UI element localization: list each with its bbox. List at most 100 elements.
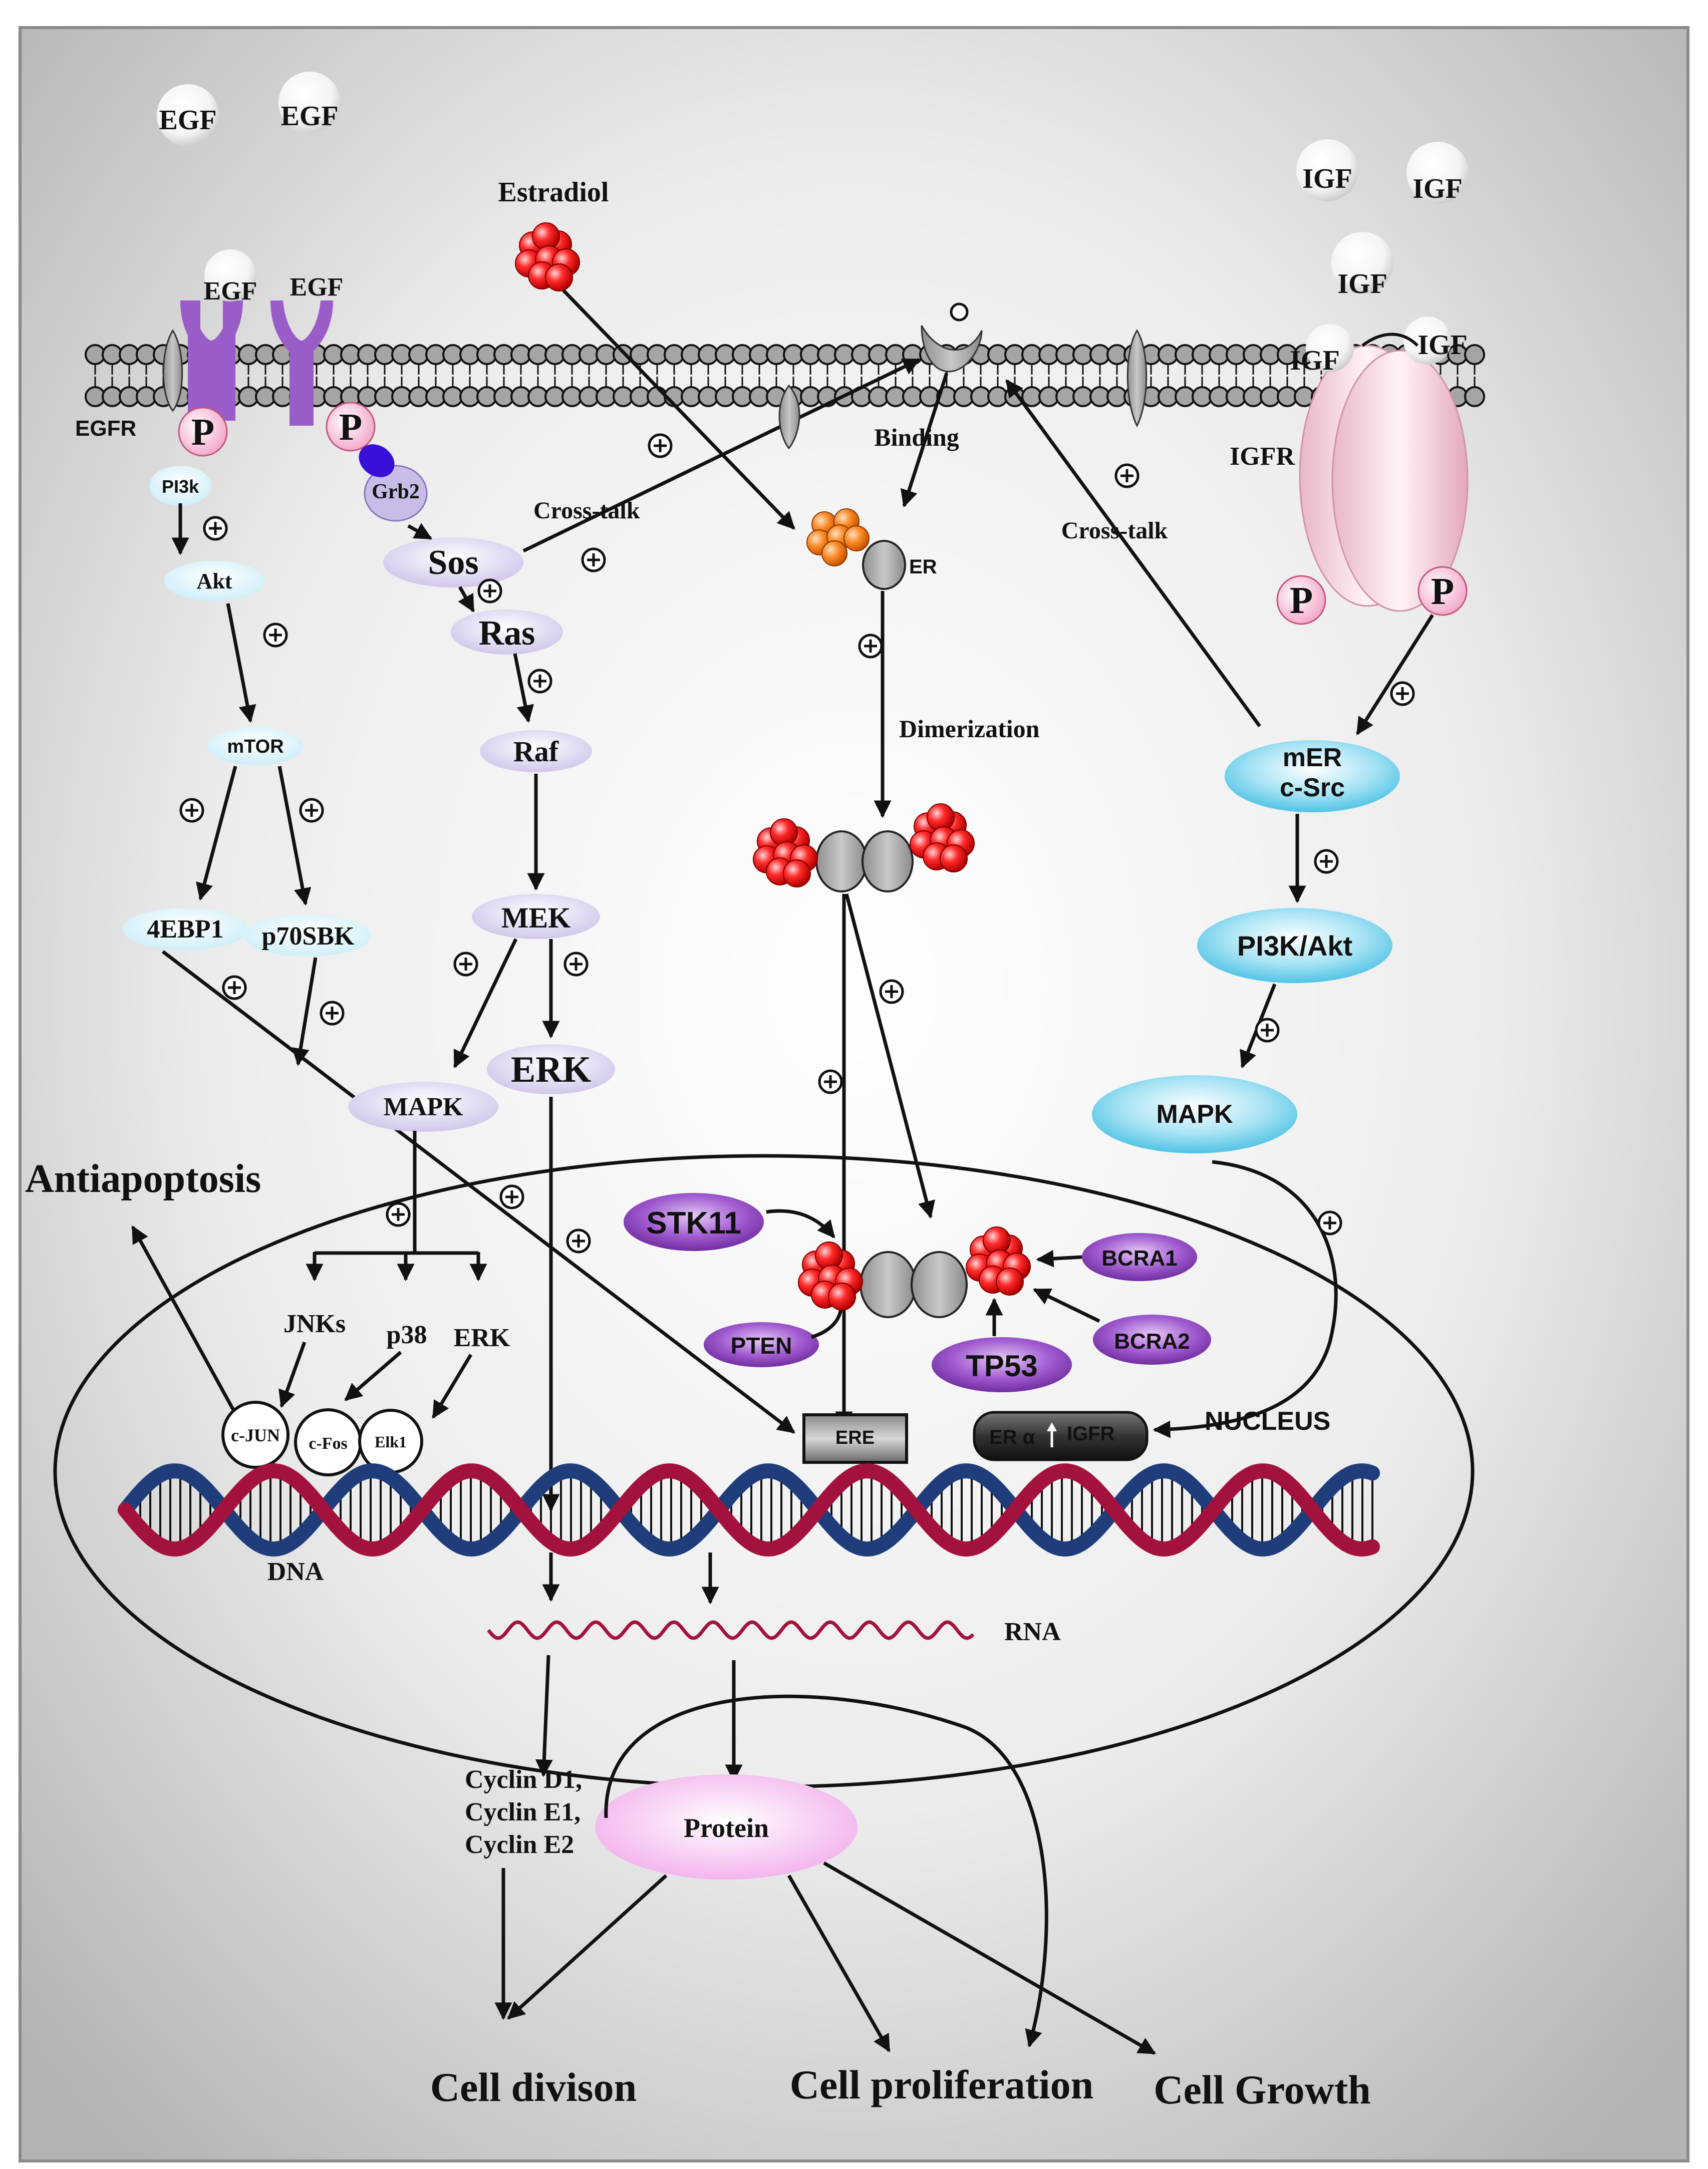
bcra2-label: BCRA2 (1114, 1329, 1190, 1354)
egfr-label: EGFR (75, 416, 136, 441)
egfr-receptor-2 (270, 300, 333, 426)
mek-label: MEK (501, 901, 571, 934)
cfos-label: c-Fos (309, 1434, 347, 1453)
sos-label: Sos (428, 543, 478, 582)
tp53-node: TP53 (932, 1337, 1072, 1392)
sos-node: Sos (383, 537, 523, 587)
dimerization-label: Dimerization (899, 715, 1040, 743)
er-dimer-nucleus (798, 1226, 1031, 1318)
pten-node: PTEN (704, 1322, 819, 1367)
mapk-label: MAPK (1156, 1100, 1233, 1129)
cyclin-e1-label: Cyclin E1, (465, 1798, 581, 1826)
phospho-igfr-2: P (1417, 566, 1468, 616)
activation-plus (1315, 850, 1337, 872)
lipid-head (1464, 344, 1485, 365)
egf-ligand-free-1: EGF (157, 84, 219, 146)
egf-label: EGF (290, 273, 344, 301)
phospho-label: P (191, 411, 214, 453)
bcra1-label: BCRA1 (1101, 1246, 1178, 1271)
nucleus-label: NUCLEUS (1205, 1407, 1330, 1436)
estradiol-label: Estradiol (498, 177, 609, 208)
rna-strand (487, 1620, 975, 1640)
activation-plus (1116, 465, 1138, 487)
activation-plus (455, 953, 477, 975)
raf-node: Raf (480, 730, 592, 772)
er-node: ER (862, 540, 937, 590)
activation-plus (321, 1002, 343, 1024)
grb2-label: Grb2 (372, 480, 420, 503)
erk-label: ERK (511, 1049, 591, 1090)
cell-proliferation-label: Cell proliferation (790, 2062, 1094, 2107)
igfr-label: IGFR (1230, 442, 1295, 471)
mer-label: mER (1283, 743, 1342, 772)
activation-plus (1391, 683, 1413, 705)
dna-strand-blue (118, 1463, 1380, 1557)
cyclin-d1-label: Cyclin D1, (465, 1765, 582, 1794)
erk-node-left: ERK (487, 1044, 615, 1094)
pten-label: PTEN (731, 1333, 792, 1359)
cell-division-label: Cell divison (430, 2064, 637, 2110)
dna-strand-red (118, 1463, 1380, 1557)
ere-label: ERE (835, 1427, 875, 1448)
4ebp1-node: 4EBP1 (123, 908, 248, 950)
cfos-node: c-Fos (294, 1408, 362, 1476)
egf-label: EGF (280, 101, 338, 132)
binding-label: Binding (874, 423, 959, 451)
p70sbk-node: p70SBK (244, 914, 372, 957)
activation-plus (649, 435, 671, 457)
phospho-label: P (1290, 579, 1313, 622)
p38-label: p38 (387, 1321, 427, 1349)
mtor-node: mTOR (208, 727, 303, 765)
igf-ligand-free-2: IGF (1406, 142, 1469, 204)
phospho-label: P (1431, 570, 1454, 612)
egf-ligand-bound-1: EGF (204, 249, 257, 305)
mer-csrc-node: mER c-Src (1225, 740, 1400, 812)
akt-label: Akt (197, 569, 232, 593)
ion-channel-1 (162, 329, 183, 412)
igfr-nuclear-label: IGFR (1067, 1423, 1115, 1445)
activation-plus (1256, 1019, 1278, 1041)
er-dimer-cytoplasm (753, 803, 975, 892)
ere-element: ERE (802, 1413, 908, 1464)
bcra1-node: BCRA1 (1082, 1233, 1197, 1281)
elk1-label: Elk1 (375, 1433, 407, 1451)
activation-plus (181, 799, 203, 821)
mapk-node-left: MAPK (348, 1082, 498, 1132)
activation-plus (223, 977, 245, 999)
jnks-label: JNKs (283, 1310, 346, 1338)
stk11-node: STK11 (624, 1193, 764, 1251)
pi3k-node: PI3k (149, 466, 211, 506)
igf-ligand-free-3: IGF (1331, 232, 1393, 299)
mapk-node-right: MAPK (1092, 1075, 1297, 1153)
phospho-egfr-2: P (326, 402, 376, 452)
cjun-node: c-JUN (221, 1401, 290, 1469)
egf-label: EGF (204, 277, 257, 305)
protein-label: Protein (684, 1813, 769, 1843)
igf-label: IGF (1337, 268, 1387, 299)
mek-node: MEK (472, 894, 600, 939)
cjun-label: c-JUN (231, 1425, 280, 1445)
4ebp1-label: 4EBP1 (147, 915, 223, 944)
phospho-egfr-1: P (178, 407, 228, 457)
lipid-head (1464, 386, 1485, 407)
er-label: ER (909, 556, 937, 578)
ion-channel-3 (1126, 329, 1148, 428)
phospho-label: P (339, 406, 362, 448)
egf-label: EGF (159, 105, 216, 136)
csrc-label: c-Src (1280, 773, 1345, 802)
igf-ligand-free-1: IGF (1296, 139, 1358, 201)
er-alpha-igfr-complex: ER α IGFR (973, 1411, 1149, 1461)
elk1-node: Elk1 (358, 1409, 423, 1474)
tp53-label: TP53 (966, 1349, 1037, 1383)
activation-plus (583, 549, 605, 571)
stk11-label: STK11 (646, 1206, 741, 1241)
protein-node: Protein (595, 1774, 858, 1880)
activation-plus (567, 1230, 590, 1252)
raf-label: Raf (513, 735, 559, 768)
egf-ligand-bound-2: EGF (290, 273, 344, 301)
activation-plus (860, 635, 882, 657)
activation-plus (1319, 1212, 1341, 1234)
rna-label: RNA (1004, 1618, 1061, 1646)
er-alpha-label: ER α (989, 1426, 1035, 1448)
